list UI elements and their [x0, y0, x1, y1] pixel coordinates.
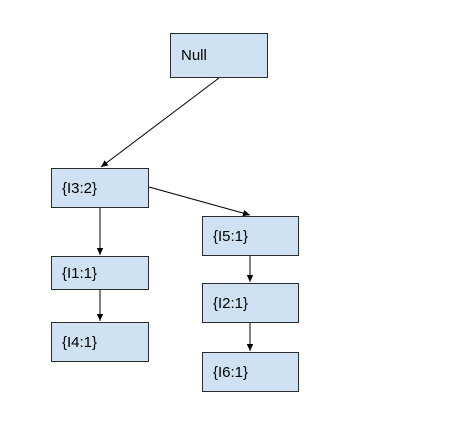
node-i1: {I1:1}	[51, 256, 149, 290]
node-i5: {I5:1}	[202, 216, 299, 256]
node-label: Null	[181, 47, 207, 64]
node-label: {I3:2}	[62, 179, 98, 197]
node-label: {I6:1}	[213, 363, 249, 381]
node-i4: {I4:1}	[51, 322, 149, 362]
node-label: {I5:1}	[213, 227, 249, 245]
node-null: Null	[170, 33, 268, 78]
node-label: {I2:1}	[213, 294, 249, 312]
edge-null-to-i3	[100, 77, 220, 168]
node-i3: {I3:2}	[51, 168, 149, 208]
node-label: {I1:1}	[62, 264, 98, 282]
node-i6: {I6:1}	[202, 352, 299, 392]
node-label: {I4:1}	[62, 333, 98, 351]
edge-i3-to-i5	[148, 186, 251, 217]
node-i2: {I2:1}	[202, 283, 299, 323]
